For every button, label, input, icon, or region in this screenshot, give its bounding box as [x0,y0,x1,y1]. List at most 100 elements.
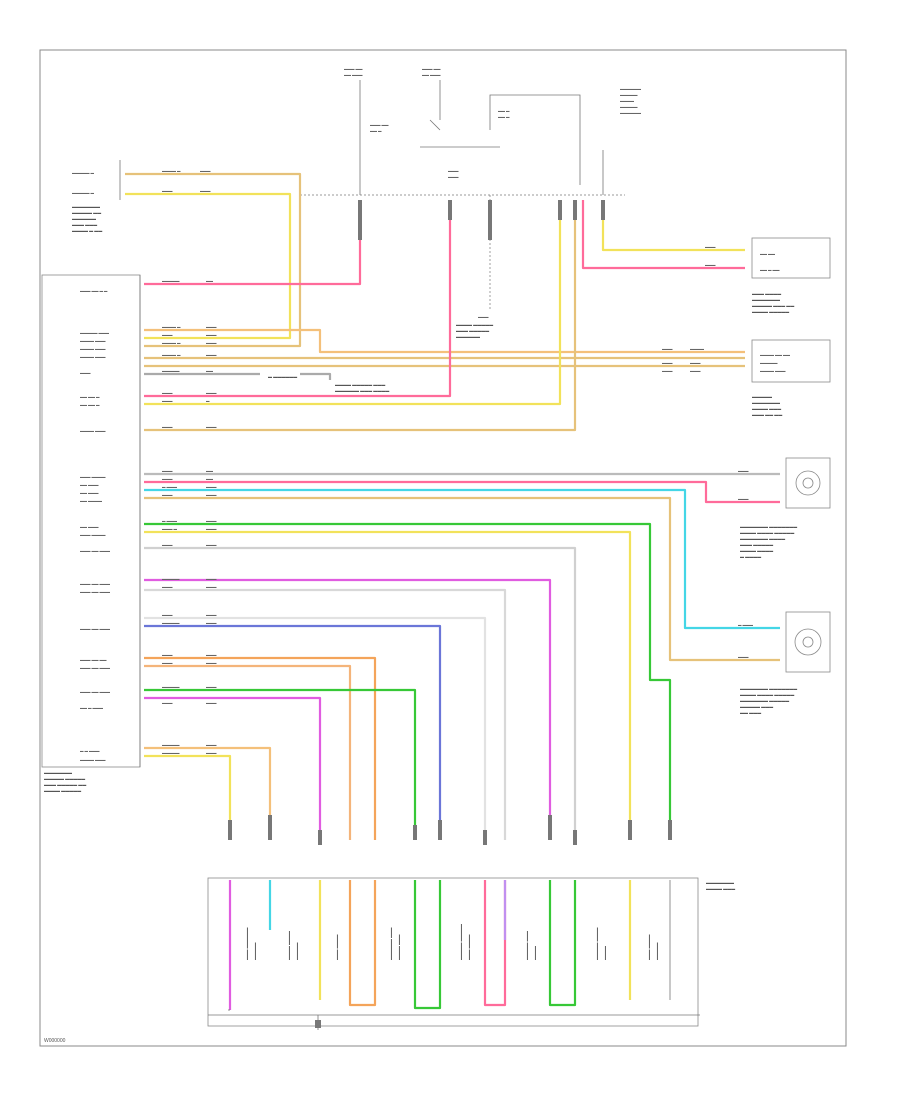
svg-text:▬▬▬▬ ▬▬▬▬ ▬▬▬▬▬: ▬▬▬▬ ▬▬▬▬ ▬▬▬▬▬ [740,530,794,535]
svg-text:▬▬▬ ▬▬: ▬▬▬ ▬▬ [370,123,389,127]
svg-text:▬▬▬▬▬ ▬: ▬▬▬▬▬ ▬ [72,191,94,195]
svg-text:▬▬▬: ▬▬▬ [162,425,173,429]
svg-text:▬▬▬▬▬: ▬▬▬▬▬ [162,743,180,747]
svg-text:▬▬▬: ▬▬▬ [206,527,217,531]
svg-text:▬▬▬▬ ▬▬▬: ▬▬▬▬ ▬▬▬ [752,406,781,411]
wire-pink-top [581,200,745,270]
wire-tan-1 [125,172,302,348]
svg-text:▬▬▬: ▬▬▬ [162,661,173,665]
svg-text:▬▬ ▬▬▬: ▬▬ ▬▬▬ [80,525,99,529]
wire-gray-6 [144,616,487,840]
svg-text:▬▬▬: ▬▬▬ [206,493,217,497]
svg-text:▬▬▬ ▬▬ ▬ ▬: ▬▬▬ ▬▬ ▬ ▬ [80,289,108,293]
svg-text:▬▬▬ ▬▬▬▬▬▬: ▬▬▬ ▬▬▬▬▬▬ [245,927,249,960]
svg-text:▬▬▬ ▬▬ ▬▬▬: ▬▬▬ ▬▬ ▬▬▬ [80,549,110,553]
svg-text:▬▬▬ ▬▬▬▬: ▬▬▬ ▬▬▬▬ [752,291,781,296]
svg-text:▬▬▬: ▬▬▬ [200,169,211,173]
svg-text:▬▬: ▬▬ [206,369,214,373]
svg-text:▬▬▬: ▬▬▬ [162,469,173,473]
svg-text:▬▬▬▬ ▬▬▬: ▬▬▬▬ ▬▬▬ [80,339,106,343]
svg-text:▬▬▬: ▬▬▬ [206,353,217,357]
valve-body-assembly: ▬▬▬▬▬▬▬ ▬▬▬▬ ▬▬▬ ▬▬▬ ▬▬▬▬▬▬ ▬▬▬▬▬ ▬▬▬▬ ▬… [207,877,735,1030]
svg-text:▬▬ ▬: ▬▬ ▬ [498,109,510,113]
svg-text:▬▬ ▬▬▬: ▬▬ ▬▬▬ [422,73,441,77]
svg-text:▬▬▬▬: ▬▬▬▬ [620,99,635,103]
svg-text:▬▬▬: ▬▬▬ [162,543,173,547]
svg-text:▬▬▬▬▬▬▬ ▬▬▬▬▬▬▬: ▬▬▬▬▬▬▬ ▬▬▬▬▬▬▬ [740,686,797,691]
solenoid-labels: ▬▬▬ ▬▬▬▬▬▬ ▬▬▬▬▬ ▬▬▬▬ ▬▬▬▬ ▬▬▬▬▬ ▬▬▬ ▬▬▬… [245,924,659,960]
module-pin-labels: ▬▬▬ ▬▬ ▬ ▬ ▬▬▬▬▬ ▬▬▬ ▬▬▬▬ ▬▬▬ ▬▬▬▬ ▬▬▬ ▬… [80,289,110,762]
svg-text:▬▬: ▬▬ [206,279,214,283]
svg-text:▬▬▬: ▬▬▬ [206,653,217,657]
wire-yellow-3 [144,200,562,406]
diagram-frame [39,49,847,1047]
svg-text:▬▬▬: ▬▬▬ [206,577,217,581]
svg-text:▬▬▬: ▬▬▬ [206,751,217,755]
svg-text:▬▬▬▬▬: ▬▬▬▬▬ [162,751,180,755]
svg-text:▬▬▬▬ ▬: ▬▬▬▬ ▬ [162,169,181,173]
svg-text:▬▬ ▬▬ ▬: ▬▬ ▬▬ ▬ [80,403,100,407]
wire-orange-8 [144,656,377,840]
svg-text:▬▬▬ ▬▬ ▬▬: ▬▬▬ ▬▬ ▬▬ [80,658,107,662]
svg-text:▬▬▬: ▬▬▬ [705,245,716,249]
svg-text:▬▬▬ ▬▬▬▬▬: ▬▬▬ ▬▬▬▬▬ [456,328,489,333]
svg-text:▬▬▬ ▬▬▬▬: ▬▬▬ ▬▬▬▬ [80,533,106,537]
svg-text:▬▬▬ ▬▬▬▬: ▬▬▬ ▬▬▬▬ [335,934,339,960]
svg-text:▬▬▬▬▬: ▬▬▬▬▬ [655,942,659,960]
svg-text:▬▬▬▬ ▬▬▬: ▬▬▬▬ ▬▬▬ [80,355,106,359]
wire-tan-8 [144,200,577,432]
svg-text:▬▬▬▬▬▬ ▬▬▬: ▬▬▬▬▬▬ ▬▬▬ [389,927,393,960]
center-splice-label: ▬ ▬▬▬▬▬▬ ▬▬▬▬ ▬▬▬▬▬ ▬▬▬ ▬▬▬▬▬▬ ▬▬▬ ▬▬▬▬ [268,374,389,393]
svg-text:▬▬▬▬▬: ▬▬▬▬▬ [162,577,180,581]
svg-text:▬▬▬ ▬▬▬▬: ▬▬▬ ▬▬▬▬ [80,475,106,479]
right-sensor-top: ▬▬ ▬▬ ▬▬ ▬ ▬▬ ▬▬▬ ▬▬▬▬ ▬▬▬▬▬▬▬ ▬▬▬▬▬ ▬▬▬… [751,237,831,314]
svg-text:▬▬▬: ▬▬▬ [206,613,217,617]
svg-text:▬▬: ▬▬ [206,477,214,481]
svg-text:▬▬▬▬▬▬: ▬▬▬▬▬▬ [620,111,642,115]
svg-text:▬▬▬▬▬: ▬▬▬▬▬ [620,93,638,97]
svg-text:▬▬▬: ▬▬▬ [690,361,701,365]
transmission-control-module [41,274,141,768]
svg-text:▬ ▬▬▬▬▬▬: ▬ ▬▬▬▬▬▬ [268,374,297,379]
svg-text:▬▬▬: ▬▬▬ [162,493,173,497]
wires [125,172,780,840]
svg-text:▬▬▬▬ ▬▬▬: ▬▬▬▬ ▬▬▬ [397,934,401,960]
svg-text:▬▬▬▬ ▬ ▬▬: ▬▬▬▬ ▬ ▬▬ [72,228,102,233]
svg-text:▬▬▬ ▬▬▬▬▬: ▬▬▬ ▬▬▬▬▬ [740,542,773,547]
svg-text:▬▬▬: ▬▬▬ [162,189,173,193]
svg-text:▬▬▬▬▬ ▬▬▬: ▬▬▬▬▬ ▬▬▬ [740,704,773,709]
svg-text:▬▬▬ ▬▬ ▬▬▬: ▬▬▬ ▬▬ ▬▬▬ [80,627,110,631]
svg-text:▬▬▬: ▬▬▬ [206,685,217,689]
svg-text:▬▬▬▬▬ ▬▬▬▬▬: ▬▬▬▬▬ ▬▬▬▬▬ [44,776,85,781]
splice-block: ▬▬▬ ▬▬▬▬ ▬▬▬▬▬ ▬▬▬ ▬▬▬▬▬ ▬▬▬▬▬▬ [456,195,493,339]
wire-pink-speed [144,480,780,504]
svg-text:▬▬▬▬▬▬: ▬▬▬▬▬▬ [456,334,480,339]
svg-text:▬▬▬▬▬▬▬: ▬▬▬▬▬▬▬ [44,770,72,775]
svg-text:▬▬▬ ▬▬ ▬▬: ▬▬▬ ▬▬ ▬▬ [752,412,782,417]
svg-text:▬▬▬: ▬▬▬ [705,263,716,267]
svg-text:▬▬▬▬ ▬: ▬▬▬▬ ▬ [162,341,181,345]
svg-text:▬ ▬▬▬: ▬ ▬▬▬ [162,519,177,523]
svg-text:▬▬▬: ▬▬▬ [162,701,173,705]
svg-text:▬▬▬: ▬▬▬ [206,333,217,337]
svg-text:▬▬▬: ▬▬▬ [662,369,673,373]
module-caption: ▬▬▬▬▬▬▬ ▬▬▬▬▬ ▬▬▬▬▬ ▬▬▬ ▬▬▬▬▬ ▬▬ ▬▬▬▬ ▬▬… [44,770,86,793]
svg-text:▬▬▬ ▬▬▬: ▬▬▬ ▬▬▬ [72,222,97,227]
wire-yellow-13 [144,754,232,840]
svg-text:▬▬ ▬▬▬: ▬▬ ▬▬▬ [344,73,363,77]
wire-yellow-top [601,200,745,252]
diagram-id: W000000 [44,1038,66,1044]
wire-pink-2 [144,200,452,398]
svg-text:▬▬▬ ▬▬ ▬▬▬: ▬▬▬ ▬▬ ▬▬▬ [80,582,110,586]
svg-text:▬▬▬▬▬: ▬▬▬▬▬ [760,361,778,365]
svg-text:▬ ▬▬▬▬: ▬ ▬▬▬▬ [740,554,761,559]
svg-text:▬▬▬: ▬▬▬ [162,585,173,589]
svg-text:▬▬▬▬▬: ▬▬▬▬▬ [162,279,180,283]
svg-text:▬▬▬: ▬▬▬ [206,743,217,747]
svg-text:▬▬▬▬ ▬▬▬: ▬▬▬▬ ▬▬▬ [80,347,106,351]
wire-pink-batt [144,200,362,286]
svg-text:▬▬▬: ▬▬▬ [206,519,217,523]
svg-text:▬▬▬: ▬▬▬ [206,585,217,589]
svg-text:▬▬▬▬▬ ▬▬▬: ▬▬▬▬▬ ▬▬▬ [80,331,109,335]
svg-text:▬▬▬: ▬▬▬ [738,469,749,473]
